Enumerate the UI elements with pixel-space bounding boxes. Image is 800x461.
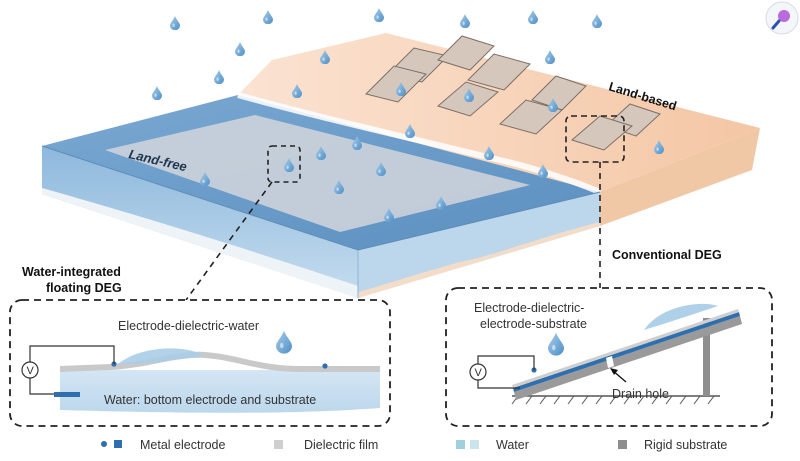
raindrop-icon <box>263 10 273 24</box>
legend-item-rigid-substrate: Rigid substrate <box>618 438 727 452</box>
raindrop-icon <box>460 14 470 28</box>
rigid-substrate-layer <box>514 316 742 400</box>
legend: Metal electrode Dielectric film Water Ri… <box>101 438 727 452</box>
voltmeter-icon: V <box>469 363 487 381</box>
panel-water-lens <box>118 348 205 364</box>
floating-structure-label: Electrode-dielectric-water <box>118 319 259 333</box>
bottom-electrode-bar <box>54 392 80 397</box>
raindrop-icon <box>152 86 162 100</box>
land-deg-panels <box>365 35 661 151</box>
focus-box-water <box>267 145 301 183</box>
raindrop-icon <box>170 16 180 30</box>
shoreline <box>237 92 602 195</box>
landscape-slab: Land-based Land-free <box>41 33 760 298</box>
dielectric-sheet <box>105 115 530 232</box>
floating-bottom-label: Water: bottom electrode and substrate <box>104 393 316 407</box>
magnifier-app-icon[interactable] <box>765 1 799 35</box>
floating-deg-title-line1: Water-integrated <box>22 265 121 279</box>
water-side-face <box>358 192 600 298</box>
panel-dielectric-film <box>60 351 380 372</box>
raindrop-icon <box>235 42 245 56</box>
conventional-structure-label-2: electrode-substrate <box>480 317 587 331</box>
legend-item-dielectric-film: Dielectric film <box>274 438 378 452</box>
conventional-structure-label-1: Electrode-dielectric- <box>474 301 584 315</box>
drain-hole-gap <box>606 356 614 368</box>
panel-water-lens-right <box>644 303 718 330</box>
sand-waves-front <box>42 188 358 298</box>
sand-waves <box>358 222 600 298</box>
rigid-support-post <box>703 318 710 396</box>
legend-item-metal-electrode: Metal electrode <box>101 438 226 452</box>
floating-deg-title-line2: floating DEG <box>46 281 122 295</box>
land-top-surface <box>238 33 760 192</box>
top-electrode-dot <box>322 363 328 369</box>
bottom-electrode-layer <box>513 312 740 392</box>
focus-box-land <box>565 115 625 163</box>
raindrop-icon <box>214 70 224 84</box>
svg-text:Water: Water <box>496 438 529 452</box>
voltmeter-icon: V <box>21 361 39 379</box>
land-side-face <box>600 128 760 226</box>
svg-text:Metal electrode: Metal electrode <box>140 438 226 452</box>
legend-item-water: Water <box>456 438 529 452</box>
panel-water-body <box>60 370 380 413</box>
svg-text:Dielectric film: Dielectric film <box>304 438 378 452</box>
connector-left <box>185 181 273 301</box>
raindrop-icon <box>528 10 538 24</box>
svg-text:V: V <box>475 367 483 379</box>
svg-text:V: V <box>27 365 35 377</box>
conventional-deg-panel: Electrode-dielectric- electrode-substrat… <box>445 287 773 427</box>
raindrop-icon <box>374 8 384 22</box>
floating-deg-panel: Electrode-dielectric-water V Water: bott… <box>9 299 391 427</box>
dielectric-layer <box>512 309 739 388</box>
svg-text:Rigid substrate: Rigid substrate <box>644 438 727 452</box>
raindrop-icon <box>592 14 602 28</box>
drain-hole-label: Drain hole <box>612 387 669 401</box>
raindrop-icon <box>545 50 555 64</box>
conventional-deg-title: Conventional DEG <box>612 248 722 262</box>
water-front-face <box>42 146 358 298</box>
